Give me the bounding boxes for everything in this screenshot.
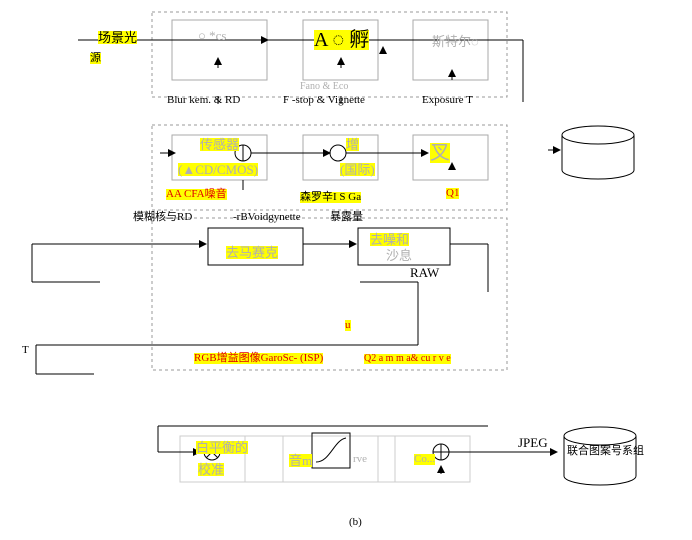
snr-gain-label: 森罗辛I S Ga <box>300 191 362 203</box>
compress-box <box>394 435 471 483</box>
jpeg-label: JPEG <box>518 435 548 450</box>
lens-label: ○ *cs <box>198 28 227 43</box>
jpeg-storage-cylinder <box>563 426 637 486</box>
isp-stage-outline <box>151 217 508 371</box>
denoise-label: 去噪和 <box>370 232 410 247</box>
adc-box <box>412 134 489 181</box>
tone-curve-box <box>282 435 379 483</box>
gain-label: 增 <box>346 137 360 152</box>
tone-curve-label-a: 音m <box>289 453 313 468</box>
raw-label: RAW <box>410 265 440 280</box>
demosaic-box <box>207 227 304 266</box>
white-balance2-label: 校准 <box>198 462 225 477</box>
tone-curve-shape <box>315 437 347 463</box>
figure-caption: (b) <box>349 516 362 528</box>
tone-curve-label-b: rve <box>353 453 368 465</box>
ccd-cmos-label: (▲CD/CMOS) <box>178 162 259 177</box>
demosaic-label: 去马赛克 <box>226 245 279 260</box>
camera-out-label: 联合图案号系组 <box>567 445 644 457</box>
shutter-label: 斯特尔◌ <box>432 34 479 49</box>
optics-stage-outline <box>151 11 508 98</box>
fstop-ghost-label: Fano & Eco <box>300 81 349 92</box>
blur-kern-label: Blur kem. & RD <box>167 94 241 106</box>
fstop-vignette-label: F -stop & Vignette <box>283 94 365 106</box>
shutter-box <box>412 19 489 81</box>
denoise2-label: 沙息 <box>386 248 413 263</box>
compress-label: Co... <box>414 453 436 465</box>
white-balance-label: 白平衡的 <box>196 440 249 455</box>
q2-gamma-label: Q2 a m m a& cu r v e <box>364 353 451 364</box>
rgb-gain-isp-label: RGB增益图像GaroSc- (ISP) <box>194 352 324 364</box>
rbv-vignette-label: -rBVoidgynette <box>233 211 301 223</box>
raw-storage-cylinder <box>561 125 635 180</box>
lens-box <box>171 19 268 81</box>
exposure-t-label: Exposure T <box>422 94 473 106</box>
sensor-stage-outline <box>151 124 508 211</box>
sensor-box <box>171 134 268 181</box>
denoise-box <box>357 227 451 266</box>
aperture-label: A ◌ 孵 <box>314 29 370 51</box>
gain-node <box>329 144 347 162</box>
q1-label: Q1 <box>446 187 460 199</box>
tone-curve-inner <box>311 432 351 469</box>
intl-label: (国际) <box>340 162 375 177</box>
t-mark-label: T <box>22 344 29 356</box>
sensor-label: 传感器 <box>200 137 240 152</box>
u-mark-label: u <box>345 319 351 331</box>
aa-cfa-noise-label: AA CFA噪音 <box>166 188 227 200</box>
blur-rd-cn-label: 模糊核与RD <box>133 211 193 223</box>
aperture-box <box>302 19 379 81</box>
gain-box <box>302 134 379 181</box>
adc-label: 叉 <box>430 142 450 164</box>
exposure-cn-label: 暴露量 <box>330 211 363 223</box>
scene-light-label: 场景光 <box>98 30 138 45</box>
white-balance-box <box>179 435 246 483</box>
scene-light-cont-label: 源 <box>90 52 101 64</box>
